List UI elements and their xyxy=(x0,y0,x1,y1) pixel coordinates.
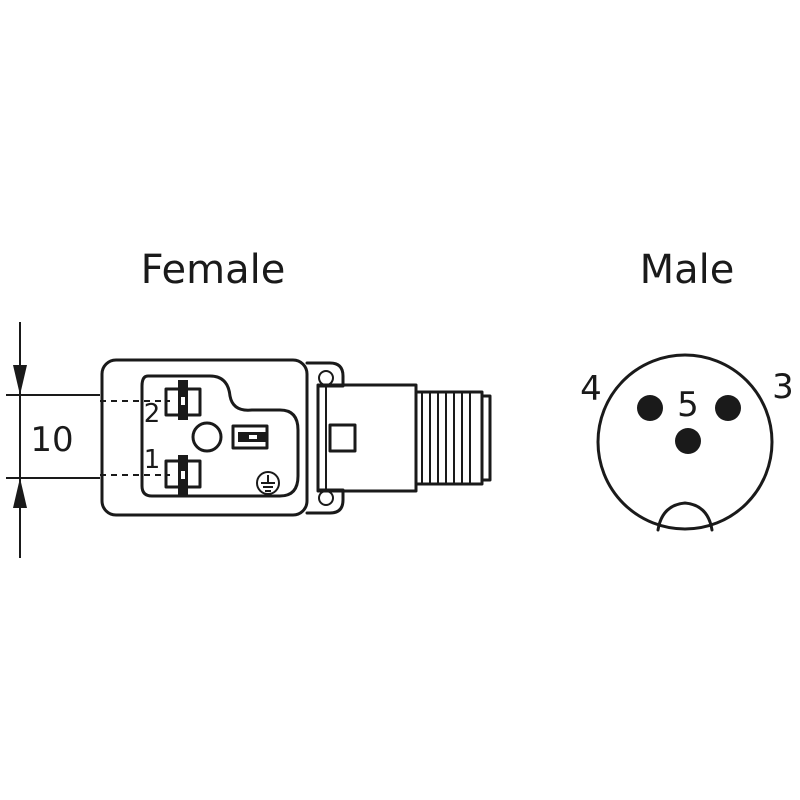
dimension-indicator: 10 xyxy=(6,322,100,558)
contact-2 xyxy=(164,380,202,420)
thread-section xyxy=(414,390,492,486)
female-housing xyxy=(100,358,309,517)
coupling-window xyxy=(328,423,357,453)
ground-icon xyxy=(256,471,280,495)
male-pin-5 xyxy=(675,428,701,454)
dimension-arrow-bottom xyxy=(13,478,27,508)
center-hole xyxy=(191,421,223,453)
female-contact-carrier xyxy=(140,374,300,498)
dimension-value: 10 xyxy=(30,420,73,460)
male-pin-label-3: 3 xyxy=(772,367,794,407)
female-title: Female xyxy=(141,247,286,293)
male-pin-4 xyxy=(637,395,663,421)
male-face xyxy=(596,353,774,531)
earth-contact xyxy=(231,424,269,450)
female-pin-label-1: 1 xyxy=(144,445,161,475)
coupling-body xyxy=(316,383,418,493)
male-title: Male xyxy=(640,247,735,293)
male-pin-3 xyxy=(715,395,741,421)
dimension-arrow-top xyxy=(13,365,27,395)
female-connector: 2 1 xyxy=(100,358,492,517)
male-key xyxy=(656,501,714,532)
female-pin-label-2: 2 xyxy=(144,399,161,429)
contact-1 xyxy=(164,455,202,495)
male-pin-label-5: 5 xyxy=(677,385,699,425)
male-pin-label-4: 4 xyxy=(580,369,602,409)
mounting-ear-bottom xyxy=(305,488,345,515)
male-connector: 4 5 3 xyxy=(580,353,794,532)
